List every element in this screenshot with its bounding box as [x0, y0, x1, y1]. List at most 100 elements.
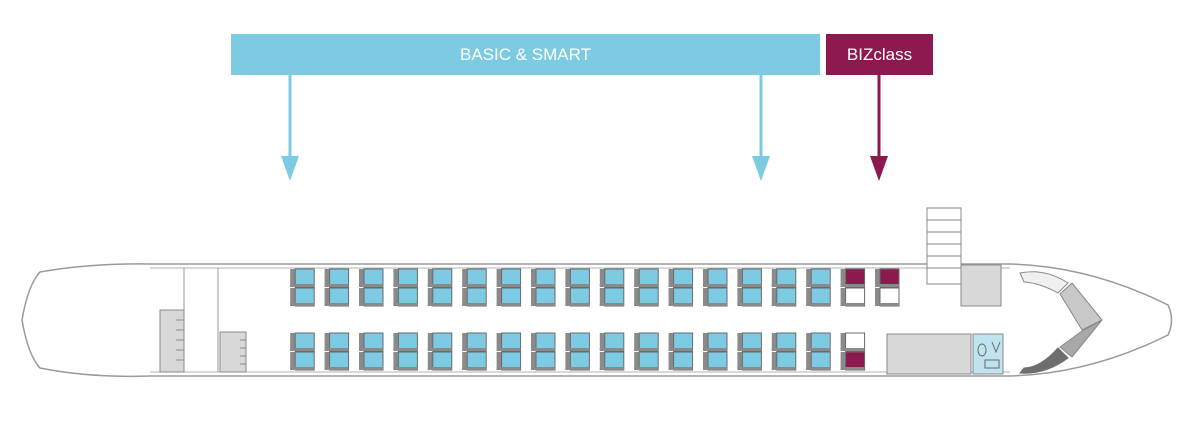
seat[interactable] — [324, 351, 350, 371]
seat[interactable] — [840, 268, 866, 288]
seat[interactable] — [427, 268, 453, 288]
seat-back — [806, 288, 812, 306]
seat-back — [359, 288, 364, 306]
seat[interactable] — [427, 332, 453, 352]
seat[interactable] — [359, 268, 384, 288]
seat-back — [427, 269, 433, 287]
seat[interactable] — [737, 351, 762, 371]
seat[interactable] — [634, 287, 659, 307]
seat-back — [531, 269, 536, 287]
seat[interactable] — [359, 351, 384, 371]
seat[interactable] — [462, 268, 487, 288]
seat[interactable] — [703, 351, 728, 371]
seat[interactable] — [737, 287, 762, 307]
seat[interactable] — [771, 268, 797, 288]
seat[interactable] — [737, 268, 762, 288]
seat[interactable] — [840, 351, 866, 371]
seat[interactable] — [393, 351, 418, 371]
seat-armrest — [840, 284, 865, 287]
seat[interactable] — [634, 268, 659, 288]
seat[interactable] — [668, 268, 694, 288]
seat[interactable] — [290, 287, 315, 307]
seat-armrest — [290, 348, 315, 351]
seat[interactable] — [324, 268, 350, 288]
seat-armrest — [393, 284, 418, 287]
seat[interactable] — [393, 268, 418, 288]
seat[interactable] — [324, 287, 350, 307]
seat-armrest — [875, 284, 899, 287]
seat[interactable] — [737, 332, 762, 352]
seat[interactable] — [462, 287, 487, 307]
seat[interactable] — [668, 287, 694, 307]
seat[interactable] — [290, 332, 315, 352]
seat[interactable] — [806, 287, 831, 307]
seat-armrest — [531, 348, 555, 351]
seat[interactable] — [496, 287, 522, 307]
seat[interactable] — [531, 351, 556, 371]
seat-armrest — [496, 303, 521, 306]
seat[interactable] — [703, 268, 728, 288]
seat[interactable] — [875, 287, 900, 307]
seat[interactable] — [565, 287, 590, 307]
seat[interactable] — [599, 287, 625, 307]
seat-armrest — [324, 303, 349, 306]
seat-back — [875, 288, 880, 306]
seat-back — [737, 288, 743, 306]
seat-back — [496, 352, 502, 370]
seat[interactable] — [806, 332, 831, 352]
seat-armrest — [462, 303, 487, 306]
seat[interactable] — [531, 268, 556, 288]
seat-armrest — [462, 367, 487, 370]
seat[interactable] — [840, 332, 866, 352]
seat-armrest — [359, 284, 383, 287]
seat[interactable] — [496, 332, 522, 352]
seat[interactable] — [359, 287, 384, 307]
seat[interactable] — [565, 351, 590, 371]
seat-armrest — [737, 284, 762, 287]
seat[interactable] — [806, 351, 831, 371]
seat[interactable] — [462, 351, 487, 371]
seat[interactable] — [565, 268, 590, 288]
seat[interactable] — [668, 332, 694, 352]
seat[interactable] — [634, 351, 659, 371]
seat-back — [634, 333, 640, 351]
seat[interactable] — [771, 351, 797, 371]
seat[interactable] — [324, 332, 350, 352]
seat[interactable] — [393, 287, 418, 307]
seat[interactable] — [599, 332, 625, 352]
seat-back — [737, 269, 743, 287]
seat[interactable] — [290, 268, 315, 288]
seat[interactable] — [427, 351, 453, 371]
seat[interactable] — [599, 351, 625, 371]
seat[interactable] — [496, 268, 522, 288]
seat[interactable] — [393, 332, 418, 352]
seat[interactable] — [668, 351, 694, 371]
seat[interactable] — [462, 332, 487, 352]
seat-armrest — [737, 367, 762, 370]
seat[interactable] — [634, 332, 659, 352]
seat-armrest — [875, 303, 899, 306]
seat[interactable] — [565, 332, 590, 352]
seat[interactable] — [531, 287, 556, 307]
seat[interactable] — [703, 332, 728, 352]
seat[interactable] — [599, 268, 625, 288]
seat-back — [599, 352, 605, 370]
seat[interactable] — [875, 268, 900, 288]
seat[interactable] — [359, 332, 384, 352]
seat[interactable] — [771, 287, 797, 307]
seat[interactable] — [806, 268, 831, 288]
seat[interactable] — [290, 351, 315, 371]
seat[interactable] — [703, 287, 728, 307]
seat-armrest — [393, 348, 418, 351]
seat-armrest — [565, 348, 590, 351]
seat[interactable] — [496, 351, 522, 371]
seat[interactable] — [427, 287, 453, 307]
seat-back — [393, 333, 399, 351]
seat-armrest — [668, 348, 693, 351]
seat-back — [737, 333, 743, 351]
seat[interactable] — [531, 332, 556, 352]
seat[interactable] — [771, 332, 797, 352]
seat[interactable] — [840, 287, 866, 307]
seat-armrest — [290, 367, 315, 370]
